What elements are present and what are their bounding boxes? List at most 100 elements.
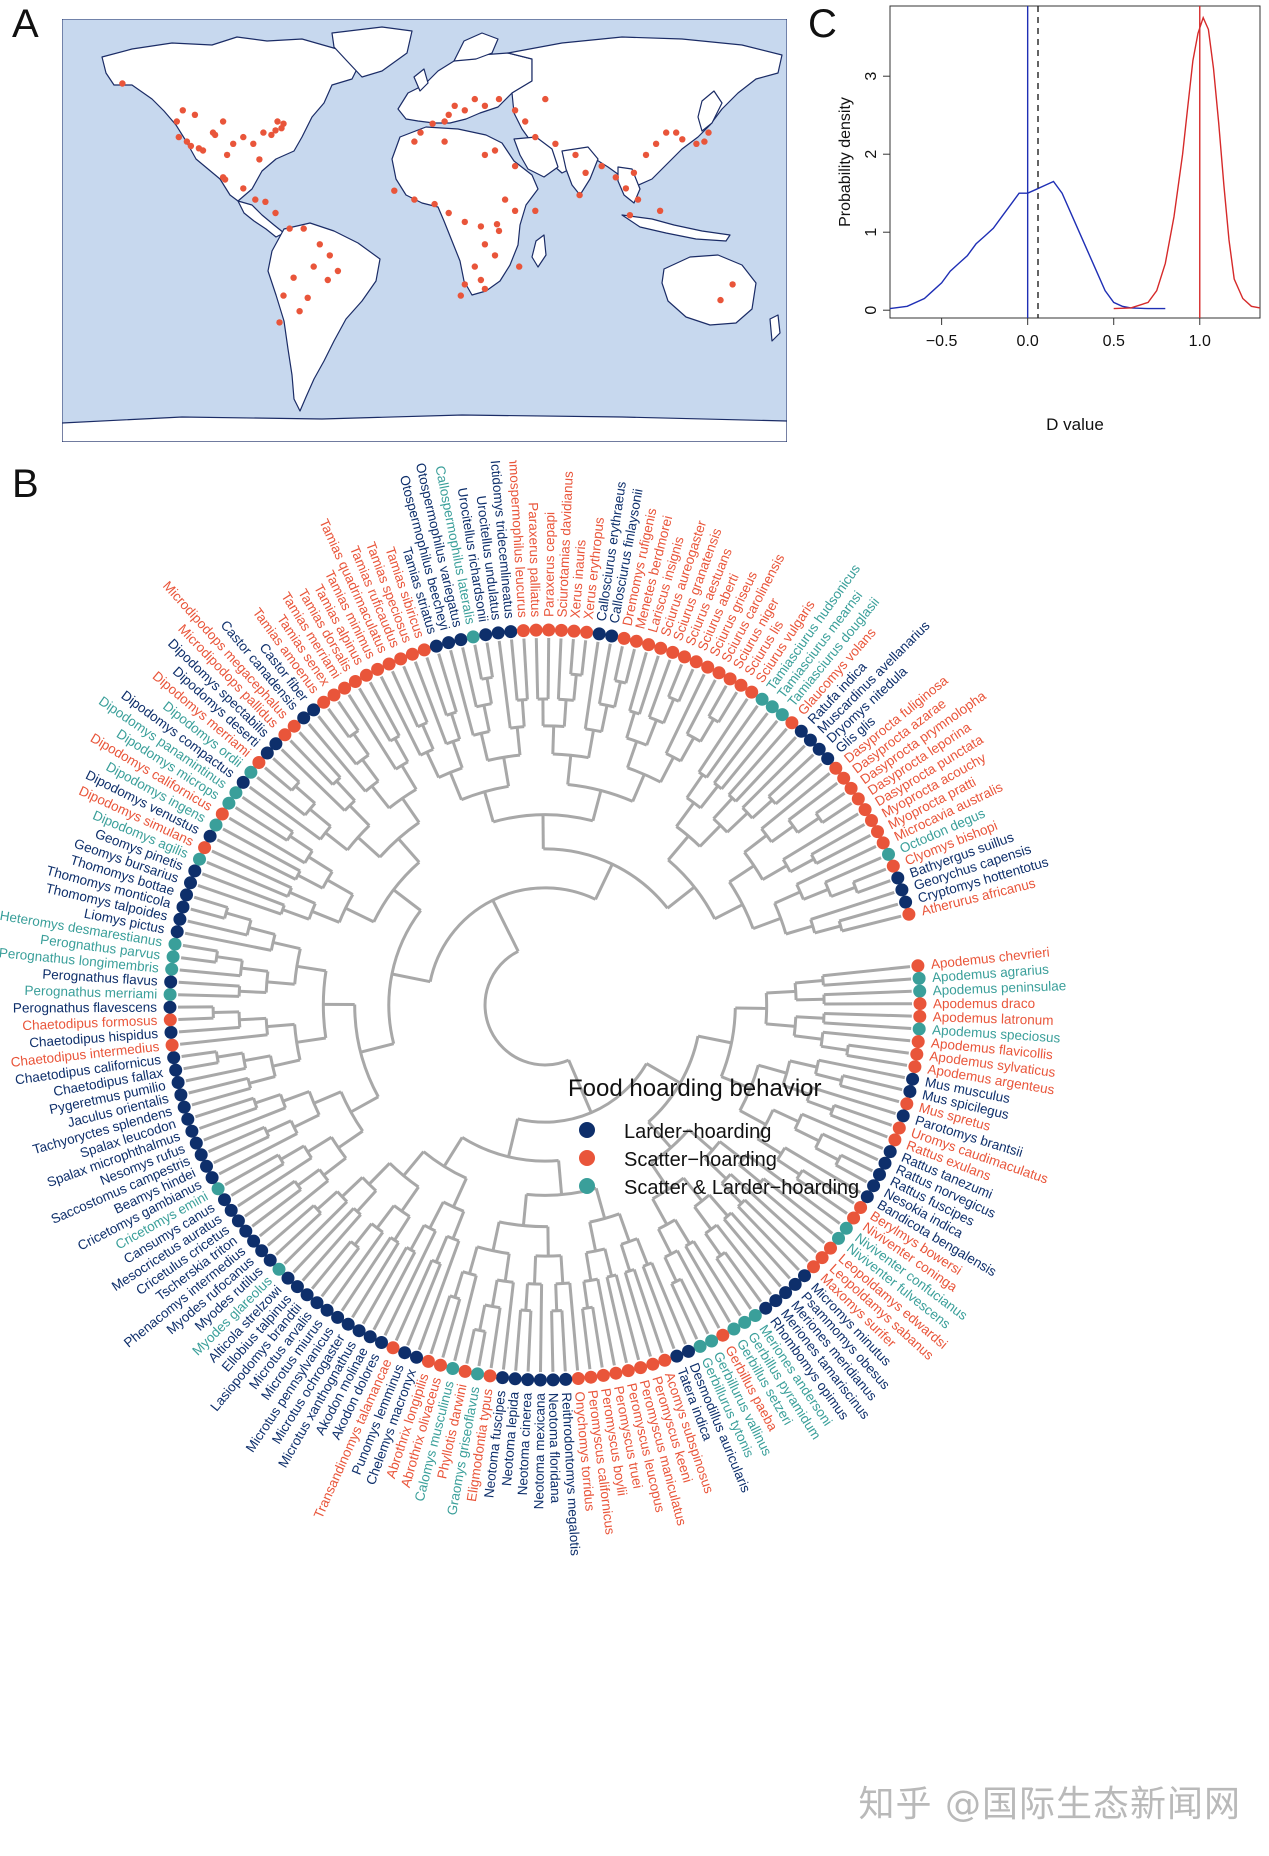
tree-branch bbox=[267, 982, 295, 984]
tree-arc bbox=[463, 1272, 477, 1276]
legend-both-dot bbox=[579, 1178, 595, 1194]
tree-branch bbox=[633, 774, 645, 801]
sampling-site-point bbox=[496, 228, 502, 234]
tree-branch bbox=[556, 1284, 557, 1311]
tree-branch bbox=[824, 991, 912, 994]
tree-branch bbox=[795, 981, 823, 984]
tree-branch bbox=[363, 1247, 407, 1323]
tree-branch bbox=[283, 910, 309, 920]
tree-arc bbox=[669, 697, 679, 701]
legend-scatter-dot bbox=[579, 1150, 595, 1166]
tree-arc bbox=[216, 1052, 218, 1063]
sampling-site-point bbox=[512, 107, 518, 113]
tip-dot bbox=[173, 913, 186, 926]
tree-branch bbox=[823, 967, 910, 976]
sampling-site-point bbox=[705, 129, 711, 135]
tree-branch bbox=[803, 889, 828, 899]
tip-dot bbox=[852, 792, 865, 805]
tree-branch bbox=[571, 639, 574, 674]
tree-branch bbox=[665, 1257, 677, 1281]
tree-branch bbox=[342, 1177, 362, 1196]
tree-arc bbox=[332, 1137, 346, 1158]
world-map bbox=[62, 19, 787, 442]
tip-dot bbox=[174, 1088, 187, 1101]
tree-branch bbox=[499, 641, 510, 728]
sampling-site-point bbox=[717, 297, 723, 303]
tip-dot bbox=[908, 1060, 921, 1073]
sampling-site-point bbox=[224, 152, 230, 158]
tree-branch bbox=[423, 725, 434, 750]
tree-arc bbox=[296, 871, 300, 879]
tree-branch bbox=[661, 757, 674, 782]
tree-branch bbox=[823, 979, 911, 985]
tip-dot bbox=[654, 642, 667, 655]
x-tick-label: 1.0 bbox=[1189, 333, 1211, 350]
tip-dot bbox=[375, 1336, 388, 1349]
tip-dot bbox=[902, 908, 915, 921]
tree-arc bbox=[432, 1260, 441, 1264]
tip-dot bbox=[353, 1324, 366, 1337]
tree-branch bbox=[481, 733, 487, 760]
sampling-site-point bbox=[119, 80, 125, 86]
tree-arc bbox=[239, 1012, 240, 1028]
tree-branch bbox=[452, 714, 460, 740]
tip-dot bbox=[884, 1145, 897, 1158]
tip-dot bbox=[184, 876, 197, 889]
tree-branch bbox=[492, 1280, 497, 1306]
tip-dot bbox=[394, 652, 407, 665]
tip-dot bbox=[859, 803, 872, 816]
tree-branch bbox=[586, 1253, 591, 1281]
tip-dot bbox=[906, 1073, 919, 1086]
sampling-site-point bbox=[391, 188, 397, 194]
tree-branch bbox=[574, 675, 577, 701]
tree-branch bbox=[512, 640, 518, 701]
tree-branch bbox=[327, 880, 353, 895]
tip-dot bbox=[360, 669, 373, 682]
tree-branch bbox=[745, 1200, 808, 1261]
tip-dot bbox=[204, 830, 217, 843]
tree-branch bbox=[698, 1036, 732, 1043]
tree-branch bbox=[798, 818, 819, 833]
tree-branch bbox=[297, 1038, 326, 1042]
tip-dot bbox=[910, 1048, 923, 1061]
tree-branch bbox=[517, 727, 520, 755]
sampling-site-point bbox=[212, 132, 218, 138]
tip-dot bbox=[899, 896, 912, 909]
tree-branch bbox=[700, 825, 721, 846]
tree-branch bbox=[596, 864, 613, 899]
tip-dot bbox=[434, 1359, 447, 1372]
tree-branch bbox=[599, 644, 610, 704]
tree-branch bbox=[831, 1115, 888, 1137]
tree-arc bbox=[687, 798, 701, 808]
tree-branch bbox=[647, 720, 657, 745]
tree-arc bbox=[628, 768, 661, 782]
tree-branch bbox=[679, 669, 693, 701]
tip-dot bbox=[210, 819, 223, 832]
tree-branch bbox=[668, 887, 695, 908]
tree-branch bbox=[590, 1222, 596, 1251]
sampling-site-point bbox=[496, 96, 502, 102]
tree-branch bbox=[821, 1046, 848, 1050]
tree-branch bbox=[824, 1014, 912, 1017]
tip-dot bbox=[165, 963, 178, 976]
tree-branch bbox=[541, 1284, 542, 1372]
tree-branch bbox=[848, 1045, 909, 1053]
tree-branch bbox=[312, 911, 339, 922]
tree-branch bbox=[796, 1017, 824, 1018]
tree-branch bbox=[249, 1077, 275, 1084]
tree-branch bbox=[455, 1272, 463, 1298]
tip-dot bbox=[185, 1125, 198, 1138]
tip-dot bbox=[166, 1039, 179, 1052]
tree-arc bbox=[447, 712, 457, 715]
tree-branch bbox=[281, 1146, 304, 1160]
sampling-site-point bbox=[582, 170, 588, 176]
sampling-site-point bbox=[325, 277, 331, 283]
tree-branch bbox=[616, 1275, 638, 1360]
sampling-site-point bbox=[335, 268, 341, 274]
tree-branch bbox=[285, 1202, 347, 1264]
tip-dot bbox=[867, 1179, 880, 1192]
x-tick-label: 0.5 bbox=[1103, 333, 1125, 350]
tree-branch bbox=[239, 1018, 266, 1019]
tree-branch bbox=[772, 826, 794, 842]
density-lines bbox=[890, 6, 1260, 318]
